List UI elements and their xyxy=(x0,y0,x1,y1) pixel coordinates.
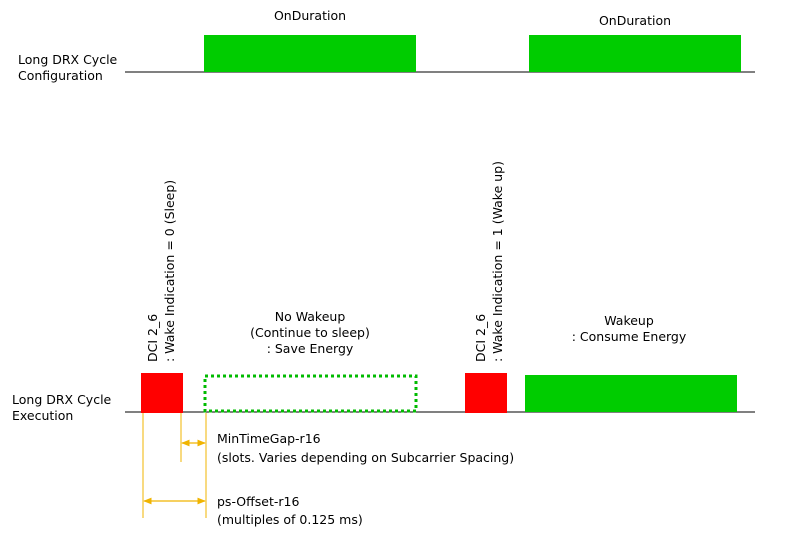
no-wakeup-line2: (Continue to sleep) xyxy=(250,325,370,340)
dci-wake-block xyxy=(465,373,507,413)
config-row-label-line1: Long DRX Cycle xyxy=(18,52,118,67)
config-row-label-line2: Configuration xyxy=(18,68,103,83)
exec-row-label-line2: Execution xyxy=(12,408,73,423)
no-wakeup-line1: No Wakeup xyxy=(275,309,346,324)
wakeup-block xyxy=(525,375,737,412)
svg-text:DCI 2_6: DCI 2_6 xyxy=(145,314,160,362)
svg-text:: Wake Indication = 1 (Wake up: : Wake Indication = 1 (Wake up) xyxy=(490,161,505,362)
min-time-gap-line2: (slots. Varies depending on Subcarrier S… xyxy=(217,450,514,465)
exec-row-label-line1: Long DRX Cycle xyxy=(12,392,112,407)
ps-offset-line2: (multiples of 0.125 ms) xyxy=(217,512,363,527)
no-wakeup-line3: : Save Energy xyxy=(267,341,354,356)
dci-wake-text: DCI 2_6 : Wake Indication = 1 (Wake up) xyxy=(473,161,505,362)
min-time-gap-line1: MinTimeGap-r16 xyxy=(217,431,321,446)
wakeup-line2: : Consume Energy xyxy=(572,329,687,344)
on-duration-label-2: OnDuration xyxy=(599,13,671,28)
on-duration-label-1: OnDuration xyxy=(274,8,346,23)
dci-sleep-text: DCI 2_6 : Wake Indication = 0 (Sleep) xyxy=(145,180,177,362)
dci-sleep-block xyxy=(141,373,183,413)
svg-text:: Wake Indication = 0 (Sleep): : Wake Indication = 0 (Sleep) xyxy=(162,180,177,362)
wakeup-line1: Wakeup xyxy=(604,313,654,328)
on-duration-block-1 xyxy=(204,35,416,72)
on-duration-block-2 xyxy=(529,35,741,72)
svg-text:DCI 2_6: DCI 2_6 xyxy=(473,314,488,362)
ps-offset-line1: ps-Offset-r16 xyxy=(217,494,299,509)
no-wakeup-block xyxy=(203,374,418,413)
